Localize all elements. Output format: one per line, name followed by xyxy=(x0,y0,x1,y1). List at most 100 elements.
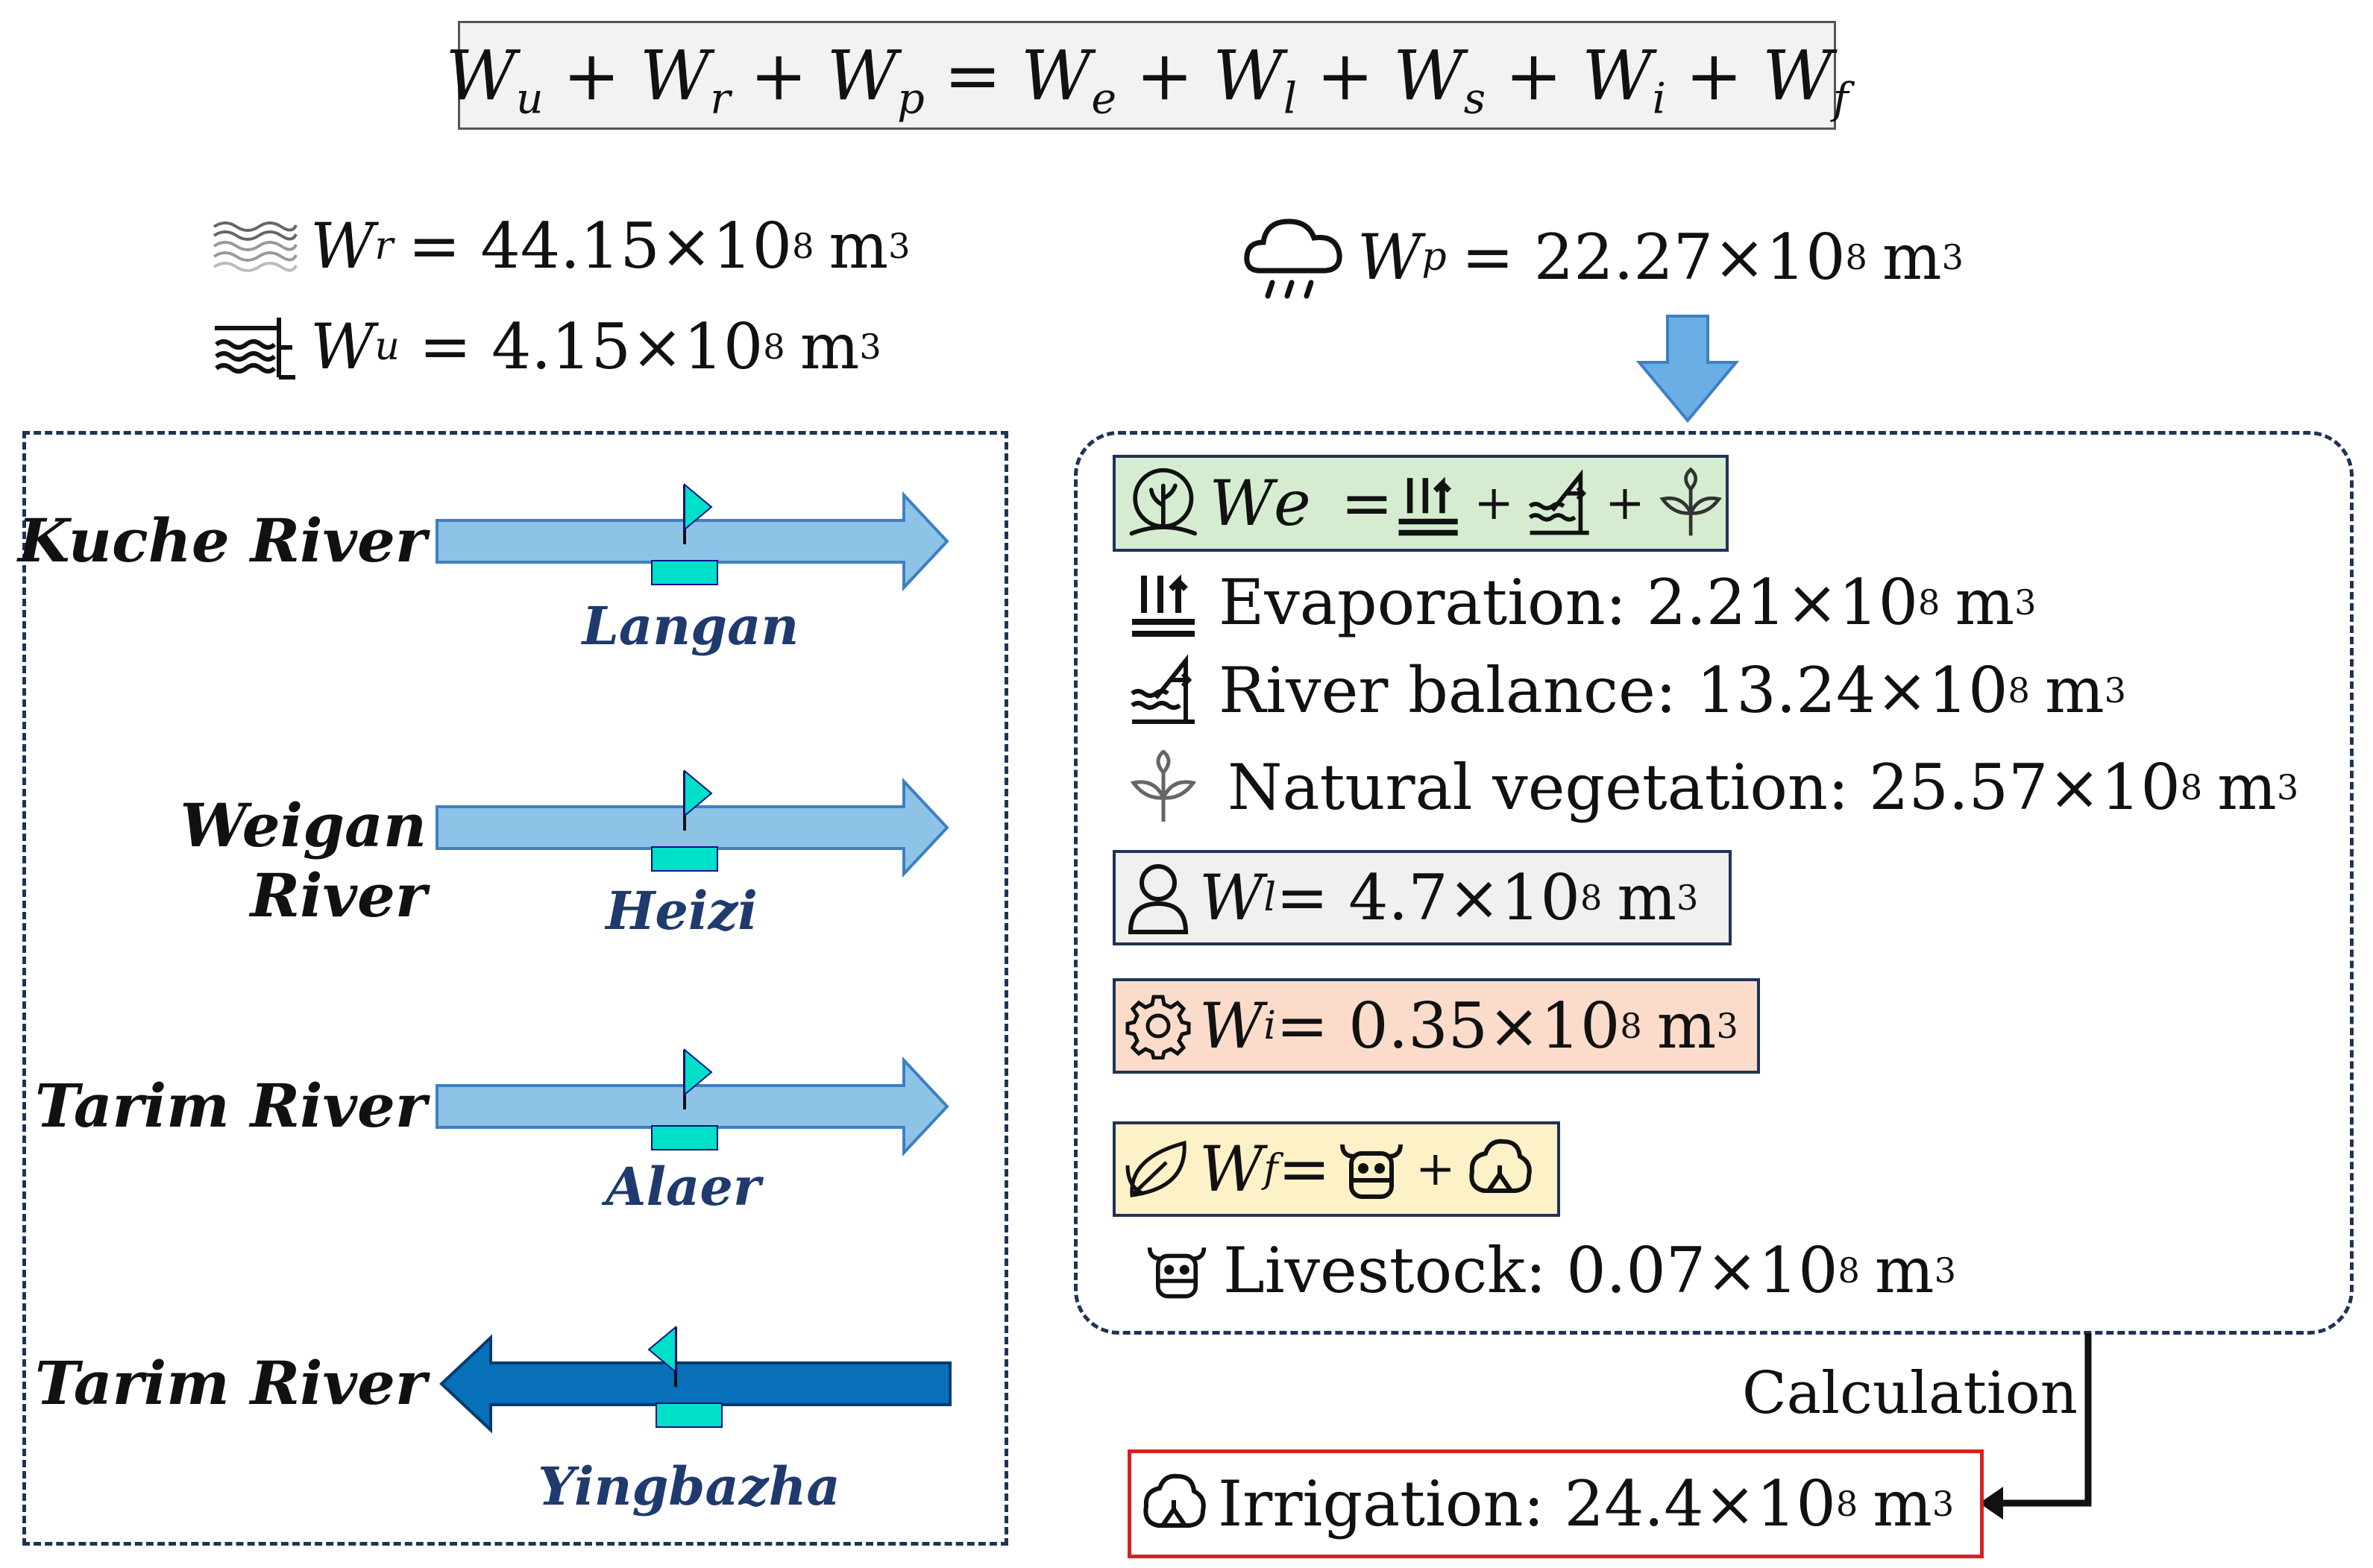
unit: m xyxy=(2217,751,2277,824)
times-sign: × xyxy=(1448,861,1501,934)
times-sign: × xyxy=(1703,1467,1756,1540)
river-flow-arrow xyxy=(436,769,949,878)
river-flow-arrow xyxy=(436,1048,949,1157)
irrigation-label: Irrigation: 24.4 xyxy=(1218,1467,1704,1540)
plus-sign: + xyxy=(1316,35,1374,116)
groundwater-icon xyxy=(215,318,295,380)
times-sign: × xyxy=(2048,751,2101,824)
precipitation-flow-arrow xyxy=(1635,315,1740,424)
times-sign: × xyxy=(1876,654,1929,727)
person-icon xyxy=(1128,864,1189,934)
base: 10 xyxy=(2100,751,2181,824)
plus-sign: + xyxy=(749,35,808,116)
unit: m xyxy=(799,310,860,383)
term-wi: Wi xyxy=(1582,35,1666,123)
river-flow-arrow-reversed xyxy=(439,1325,952,1434)
plus-sign: + xyxy=(1505,35,1563,116)
unit: m xyxy=(1617,861,1676,934)
var-w: W xyxy=(1199,861,1264,934)
item-label: River balance: 13.24 xyxy=(1219,654,1876,727)
value: = 22.27 xyxy=(1461,221,1714,294)
gear-icon xyxy=(1125,995,1191,1059)
base: 10 xyxy=(712,210,793,283)
plus-sign: + xyxy=(1136,35,1194,116)
item-label: Evaporation: 2.21 xyxy=(1219,566,1786,639)
river-name: Tarim River xyxy=(34,1348,427,1418)
base: 10 xyxy=(1928,654,2008,727)
times-sign: × xyxy=(1713,221,1766,294)
unit: m xyxy=(1955,566,2015,639)
cow-icon xyxy=(1147,1247,1207,1299)
river-name: Kuche River xyxy=(18,506,427,576)
ecology-icon xyxy=(1129,467,1198,536)
unit: m xyxy=(1874,1234,1934,1307)
unit: m xyxy=(829,210,889,283)
base: 10 xyxy=(1758,1234,1838,1307)
river-name: Weigan River xyxy=(180,790,427,931)
calculation-connector-arrow xyxy=(1979,1333,2092,1520)
evaporation-icon xyxy=(1132,574,1195,637)
base: 10 xyxy=(1540,989,1621,1062)
calculation-label: Calculation xyxy=(1742,1360,2078,1427)
var-w: W xyxy=(310,310,375,383)
value: = 4.7 xyxy=(1276,861,1448,934)
cow-icon xyxy=(1340,1144,1404,1199)
times-sign: × xyxy=(1488,989,1541,1062)
base: 10 xyxy=(1500,861,1580,934)
term-wr: Wr xyxy=(639,35,731,123)
river-balance-icon xyxy=(1528,469,1589,535)
var-w: W xyxy=(1357,221,1422,294)
base: 10 xyxy=(1756,1467,1836,1540)
term-wu: Wu xyxy=(445,35,544,123)
base: 10 xyxy=(683,310,764,383)
term-we: We xyxy=(1020,35,1117,123)
term-wp: Wp xyxy=(826,35,925,123)
base: 10 xyxy=(1765,221,1846,294)
value: = 4.15 xyxy=(418,310,632,383)
unit: m xyxy=(2044,654,2105,727)
station-name: Langan xyxy=(582,595,799,657)
unit: m xyxy=(1656,989,1717,1062)
water-balance-formula: Wu + Wr + Wp = We + Wl + Ws + Wi + Wf xyxy=(445,21,1849,130)
term-wf: Wf xyxy=(1762,35,1849,123)
base: 10 xyxy=(1838,566,1919,639)
station-name: Alaer xyxy=(606,1156,761,1218)
times-sign: × xyxy=(631,310,684,383)
term-wl: Wl xyxy=(1213,35,1298,123)
plus-sign: + xyxy=(1474,476,1514,531)
river-balance-icon xyxy=(1131,654,1195,724)
evaporation-icon xyxy=(1398,476,1458,536)
leaf-icon xyxy=(1125,1140,1186,1197)
times-sign: × xyxy=(659,210,713,283)
unit: m xyxy=(1873,1467,1932,1540)
station-name: Heizi xyxy=(606,880,758,942)
vegetation-icon xyxy=(1659,467,1722,536)
station-name: Yingbazha xyxy=(538,1455,840,1517)
rain-cloud-icon xyxy=(1244,218,1342,299)
var-w: W xyxy=(1209,467,1274,540)
term-ws: Ws xyxy=(1393,35,1486,123)
hydrological-stations-panel xyxy=(22,431,1008,1546)
water-consumption-panel xyxy=(1074,431,2354,1335)
equals-sign: = xyxy=(1340,467,1394,540)
cotton-icon xyxy=(1143,1473,1206,1528)
var-w: W xyxy=(310,210,375,283)
plus-sign: + xyxy=(1605,476,1645,531)
times-sign: × xyxy=(1706,1234,1758,1307)
plus-sign: + xyxy=(562,35,620,116)
river-flow-arrow xyxy=(436,482,949,592)
unit: m xyxy=(1882,221,1942,294)
item-label: Livestock: 0.07 xyxy=(1223,1234,1706,1307)
value: = 0.35 xyxy=(1276,989,1489,1062)
equals-sign: = xyxy=(943,35,1002,116)
